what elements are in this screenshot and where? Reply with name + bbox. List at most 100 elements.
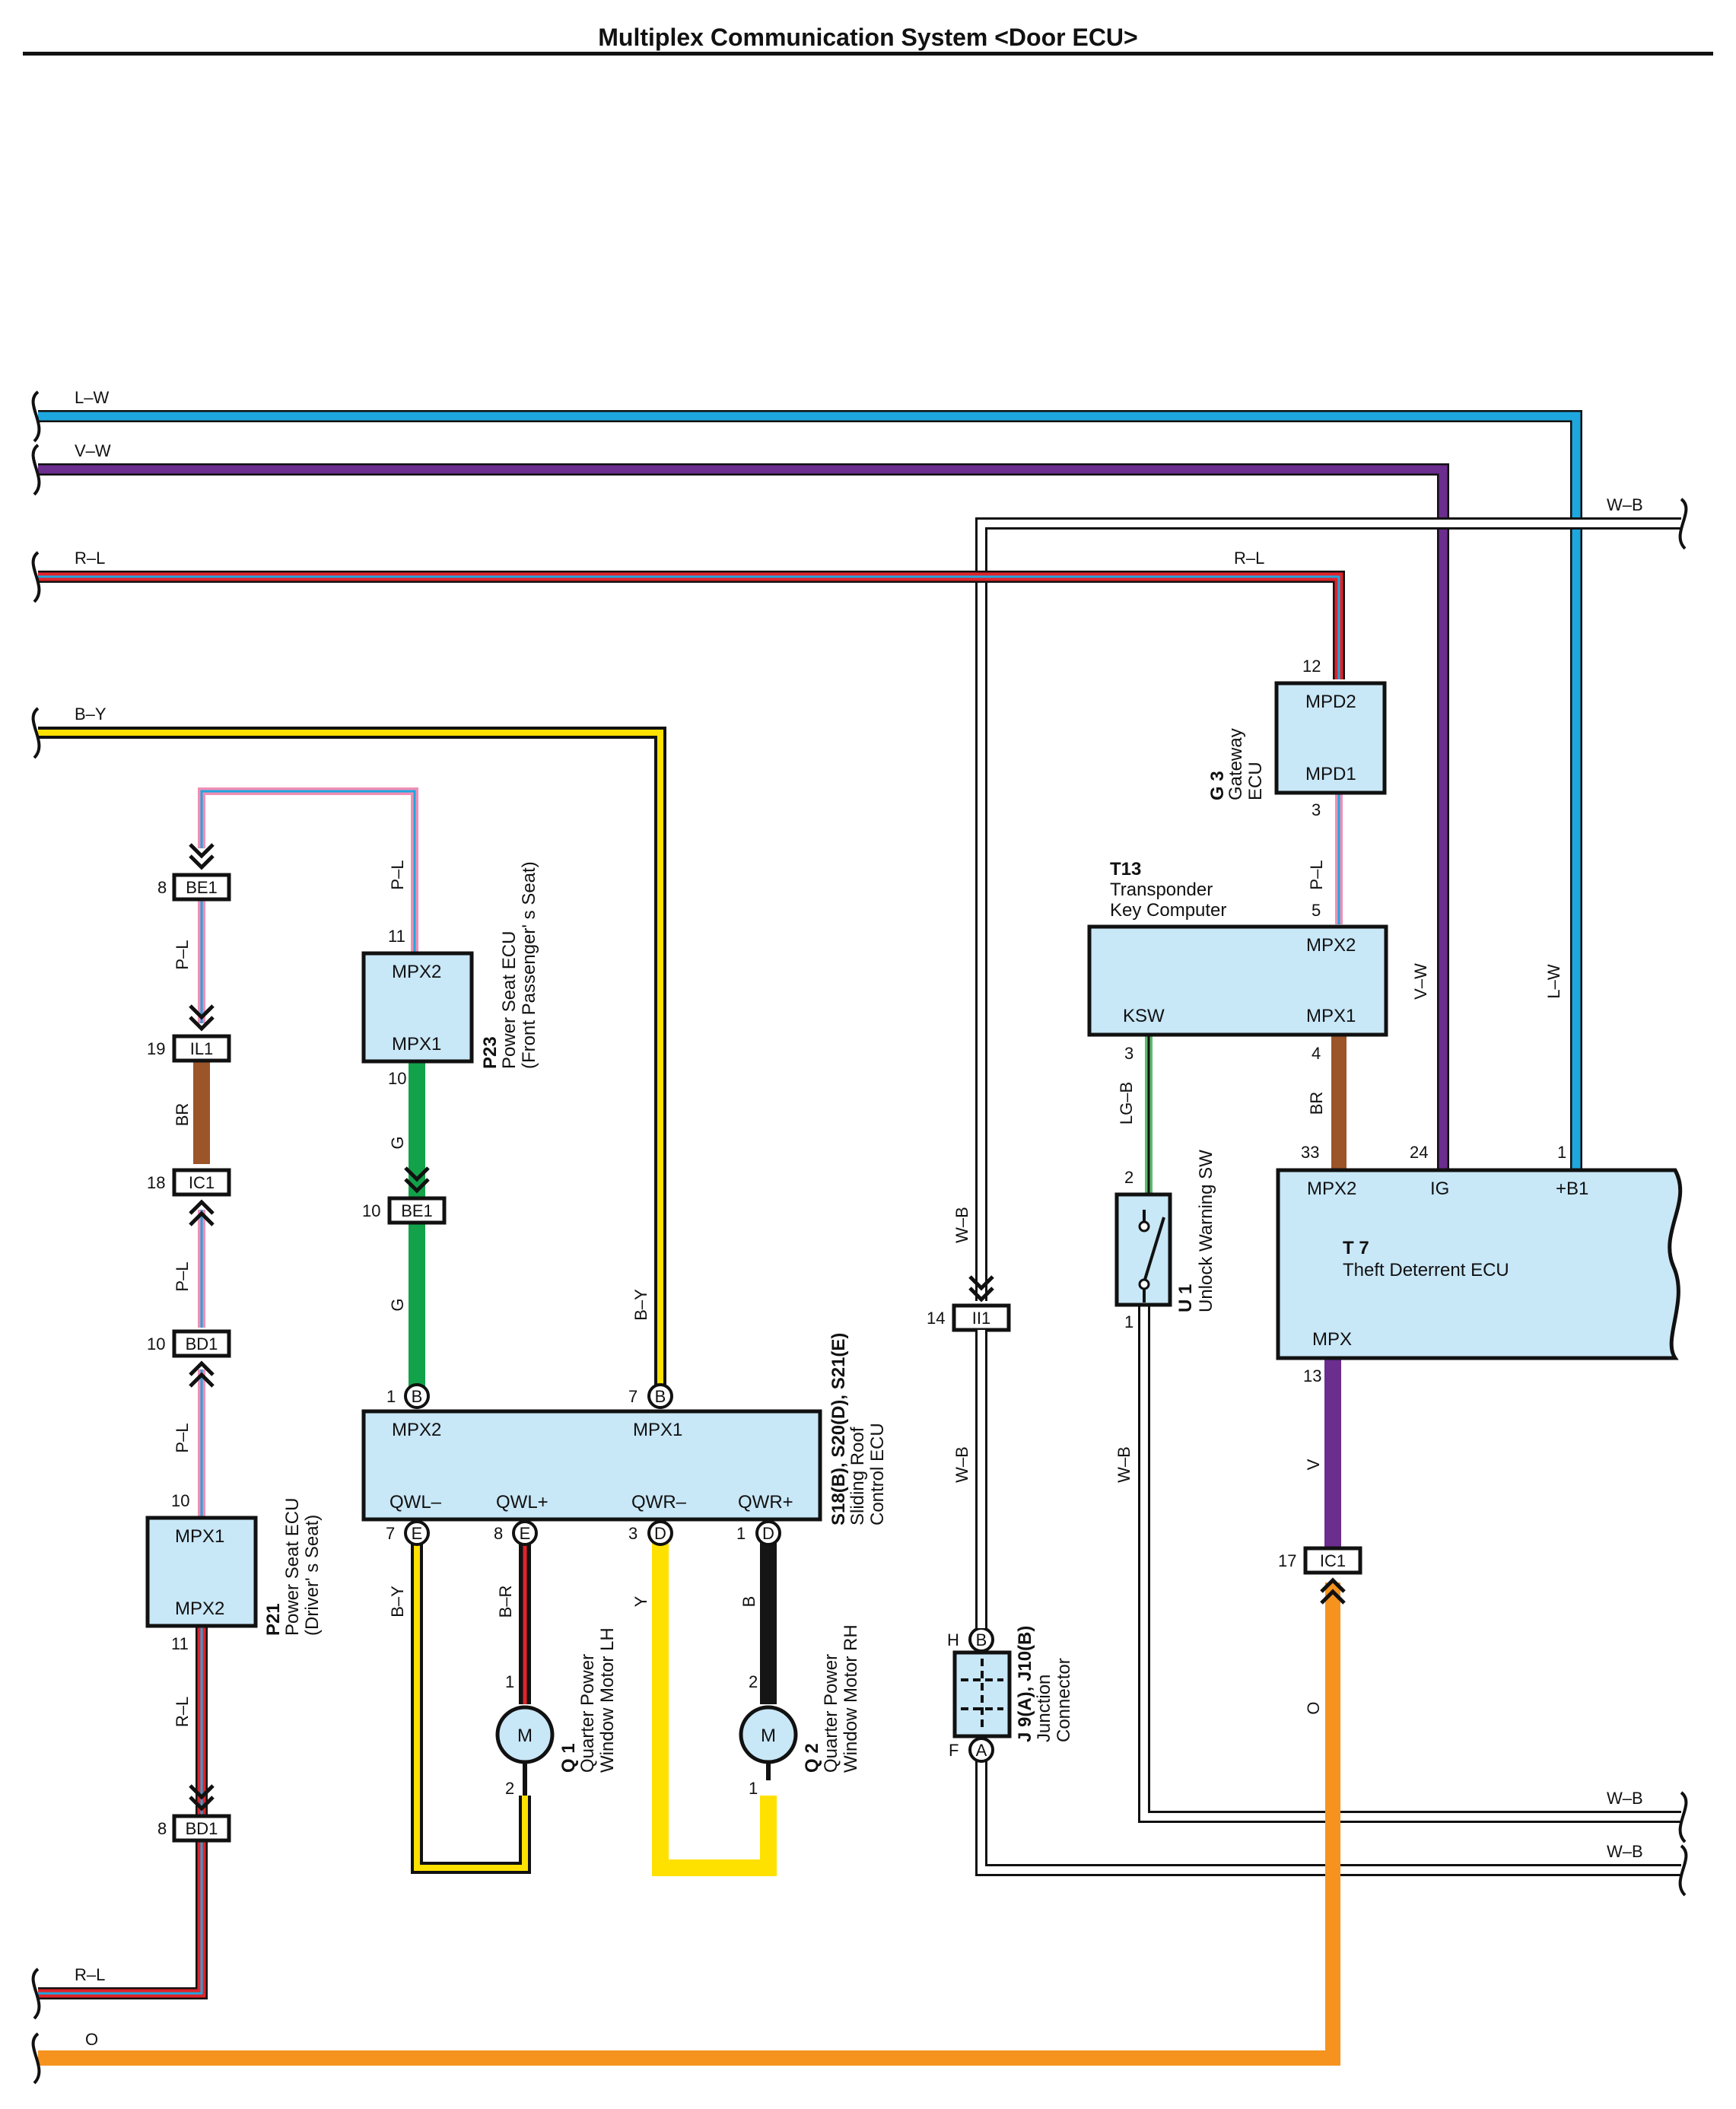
p21-pin-top: 10 <box>171 1491 189 1510</box>
be1-top-pin: 8 <box>157 878 167 897</box>
wire-label-rl: R–L <box>75 549 105 568</box>
ii1-label: II1 <box>972 1309 990 1328</box>
u1-pin-bot: 1 <box>1124 1312 1133 1331</box>
s18-term-qwrp: QWR+ <box>738 1492 793 1513</box>
connector-ic1-right: IC1 17 <box>1278 1546 1362 1605</box>
u1-pin-top: 2 <box>1124 1168 1133 1187</box>
connector-il1: IL1 19 <box>147 1004 231 1063</box>
quarter-window-motor-q2: M 2 1 Q 2 Quarter Power Window Motor RH <box>739 1624 861 1798</box>
p21-pin-bot: 11 <box>171 1634 189 1653</box>
t7-pin-b1: 1 <box>1557 1143 1566 1162</box>
wire-label-lw-right: L–W <box>1544 964 1563 998</box>
t7-term-ig: IG <box>1430 1179 1449 1199</box>
q1-pin-top: 1 <box>505 1672 514 1691</box>
wire-wb-u1 <box>1138 1301 1681 1823</box>
t7-term-mpx2: MPX2 <box>1307 1179 1356 1199</box>
be1-top-label: BE1 <box>186 878 218 897</box>
power-seat-ecu-p21: MPX1 MPX2 10 11 P21 Power Seat ECU (Driv… <box>145 1491 323 1653</box>
p23-name2: (Front Passenger' s Seat) <box>519 861 539 1069</box>
wire-label-g-a: G <box>388 1136 407 1149</box>
s18-pin-qwrp: 1 <box>736 1524 746 1543</box>
p21-name1: Power Seat ECU <box>282 1498 303 1636</box>
page-title: Multiplex Communication System <Door ECU… <box>598 24 1137 51</box>
t13-name2: Key Computer <box>1110 900 1226 921</box>
j9-name1: Junction <box>1034 1675 1054 1742</box>
q2-name2: Window Motor RH <box>841 1624 861 1773</box>
t7-code: T 7 <box>1343 1238 1369 1258</box>
wire-label-lw: L–W <box>75 388 109 407</box>
wire-label-o-bottom: O <box>85 2030 98 2049</box>
t13-pin-mpx2: 5 <box>1312 901 1321 920</box>
theft-deterrent-ecu-t7: MPX2 IG +B1 T 7 Theft Deterrent ECU MPX … <box>1276 1143 1683 1385</box>
s18-pin-qwlm: 7 <box>386 1524 395 1543</box>
p21-term-mpx2: MPX2 <box>175 1598 224 1619</box>
wire-label-wb-low: W–B <box>1607 1842 1643 1861</box>
wire-label-o-ic1: O <box>1304 1701 1323 1714</box>
s18-pin-qwlp: 8 <box>494 1524 503 1543</box>
wire-label-rl-p21: R–L <box>173 1697 192 1727</box>
s18-term-mpx2: MPX2 <box>392 1420 441 1440</box>
g3-name2: ECU <box>1245 762 1266 800</box>
g3-term-mpd2: MPD2 <box>1305 692 1356 712</box>
s18-conn-mpx1: B <box>655 1387 666 1406</box>
wire-label-v-t7: V <box>1304 1458 1323 1470</box>
connector-be1-p23: BE1 10 <box>362 1166 447 1225</box>
t7-term-b1: +B1 <box>1556 1179 1588 1199</box>
unlock-warning-switch-u1: 2 1 U 1 Unlock Warning SW <box>1114 1150 1216 1331</box>
j9-code: J 9(A), J10(B) <box>1015 1626 1035 1742</box>
t7-pin-ig: 24 <box>1410 1143 1428 1162</box>
t13-term-mpx2: MPX2 <box>1306 935 1356 956</box>
t7-name: Theft Deterrent ECU <box>1343 1260 1509 1280</box>
p23-term-mpx2: MPX2 <box>392 962 441 982</box>
p23-term-mpx1: MPX1 <box>392 1034 441 1054</box>
bd1-mid-label: BD1 <box>186 1334 218 1354</box>
t13-name1: Transponder <box>1110 880 1213 900</box>
p23-code: P23 <box>480 1036 501 1069</box>
power-seat-ecu-p23: MPX2 MPX1 11 10 P23 Power Seat ECU (Fron… <box>361 861 539 1088</box>
wire-label-wb-j9: W–B <box>952 1446 971 1483</box>
wire-label-wb-u1: W–B <box>1114 1446 1133 1483</box>
s18-term-qwrm: QWR– <box>631 1492 687 1513</box>
connector-be1-top: BE1 8 <box>157 843 231 902</box>
t13-term-ksw: KSW <box>1123 1006 1165 1026</box>
wire-label-br-il1: BR <box>173 1103 192 1127</box>
il1-pin: 19 <box>147 1039 165 1058</box>
t7-pin-mpx2: 33 <box>1301 1143 1319 1162</box>
s18-term-mpx1: MPX1 <box>633 1420 682 1440</box>
wire-pl-loop <box>198 787 418 953</box>
j9-pin-top: H <box>947 1630 959 1649</box>
wire-label-vw: V–W <box>75 441 111 460</box>
s18-pin-mpx1: 7 <box>628 1387 637 1406</box>
s18-pin-mpx2: 1 <box>386 1387 396 1406</box>
g3-pin-top: 12 <box>1302 657 1321 676</box>
ic1-left-label: IC1 <box>189 1173 215 1192</box>
ii1-pin: 14 <box>927 1309 945 1328</box>
s18-conn-qwlm: E <box>412 1524 423 1543</box>
wire-label-pl-bd1: P–L <box>173 1423 192 1452</box>
j9-pin-bot: F <box>949 1741 959 1760</box>
q1-name1: Quarter Power <box>577 1654 598 1773</box>
t7-pin-mpx: 13 <box>1303 1366 1321 1385</box>
wire-label-rl-bottom: R–L <box>75 1965 105 1984</box>
t13-term-mpx1: MPX1 <box>1306 1006 1356 1026</box>
wire-label-wb-ii1: W–B <box>952 1207 971 1243</box>
q1-code: Q 1 <box>558 1743 579 1773</box>
s18-conn-qwrm: D <box>654 1524 666 1543</box>
p21-code: P21 <box>263 1603 284 1636</box>
wire-breaks-left <box>31 390 41 2085</box>
t13-code: T13 <box>1110 859 1141 880</box>
s18-conn-qwrp: D <box>762 1524 774 1543</box>
connector-bd1-low: BD1 8 <box>157 1784 231 1843</box>
wire-rl-p21 <box>38 1624 208 1999</box>
wire-label-y-qwr: Y <box>631 1595 650 1607</box>
t13-pin-mpx1: 4 <box>1312 1044 1321 1063</box>
sliding-roof-control-ecu-s18: MPX2 MPX1 QWL– QWL+ QWR– QWR+ S18(B), S2… <box>361 1333 888 1546</box>
il1-label: IL1 <box>190 1039 214 1058</box>
p21-term-mpx1: MPX1 <box>175 1526 224 1547</box>
ic1-left-pin: 18 <box>147 1173 165 1192</box>
wire-label-pl-be1: P–L <box>173 940 192 969</box>
g3-pin-bot: 3 <box>1312 800 1321 819</box>
j9-conn-top: B <box>976 1630 987 1649</box>
p23-name1: Power Seat ECU <box>499 931 520 1069</box>
